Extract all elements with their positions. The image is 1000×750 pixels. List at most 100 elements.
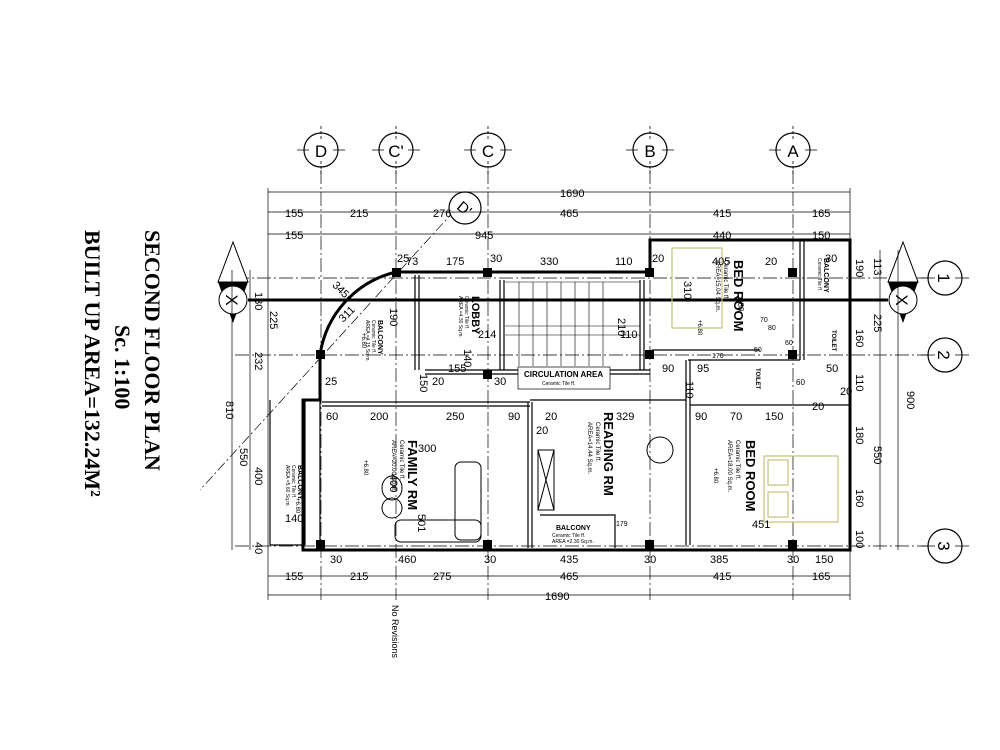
- room-balcony-right: BALCONY Ceramic Tile ff.: [816, 258, 829, 293]
- dim-bottom-5: 415: [713, 571, 731, 583]
- dim-misc-21: 20: [545, 411, 557, 423]
- dim-misc-22: 329: [616, 411, 634, 423]
- row-bubbles: 1 2 3: [921, 260, 969, 564]
- room-bed-2-finish: Ceramic Tile ff.: [734, 440, 740, 480]
- dim-right-3: 550: [871, 446, 883, 464]
- room-lobby-finish: Ceramic Tile ff.: [463, 296, 469, 329]
- dim-left-6: 140: [285, 513, 303, 525]
- dim-top2-2: 945: [475, 230, 493, 242]
- grid-bubble-d-prime: D': [448, 191, 482, 225]
- room-family-name: FAMILY RM: [405, 440, 420, 510]
- dim-left-1: 130: [252, 292, 264, 310]
- dim-bottom2-7: 30: [787, 554, 799, 566]
- balcony-left-top-area: AREA =4.15 Sq.m.: [364, 320, 370, 362]
- dim-misc-39: 170: [712, 353, 724, 360]
- dim-inner-top-6: 110: [615, 256, 633, 268]
- section-marker-left: X: [217, 240, 249, 323]
- balcony-bottom-finish: Ceramic Tile ff.: [552, 533, 585, 539]
- dim-bottom2-5: 30: [644, 554, 656, 566]
- room-labels: LOBBY Ceramic Tile ff. AREA =4.30 Sq.m. …: [284, 258, 836, 545]
- grid-bubble-1: 1: [921, 260, 969, 296]
- dim-right-6: 110: [853, 374, 865, 392]
- dim-misc-20: 20: [536, 425, 548, 437]
- balcony-left-name: BALCONY: [296, 465, 303, 500]
- dim-misc-15: 110: [683, 381, 695, 399]
- dim-misc-13: 90: [662, 363, 674, 375]
- interior-walls: [269, 240, 850, 548]
- room-bed-2-area: AREA=18.00 Sq.m.: [726, 440, 732, 493]
- diagonal-grid-line: [199, 209, 456, 491]
- dim-left-5: 400: [252, 467, 264, 485]
- room-bed-1-finish: Ceramic Tile ff.: [722, 260, 728, 300]
- balcony-bottom-name: BALCONY: [556, 525, 591, 532]
- room-reading-finish: Ceramic Tile ff.: [594, 422, 600, 462]
- grid-label-a: A: [787, 142, 799, 161]
- dim-left-4: 550: [237, 448, 249, 466]
- dim-top-6: 165: [812, 208, 830, 220]
- dim-top2-1: 155: [285, 230, 303, 242]
- bed-furniture: [671, 247, 839, 523]
- section-marker-right: X: [887, 240, 919, 323]
- room-balcony-bottom: BALCONY Ceramic Tile ff. AREA =2.30 Sq.m…: [552, 525, 594, 545]
- dim-bottom2-1: 30: [330, 554, 342, 566]
- dim-top-2: 215: [350, 208, 368, 220]
- dim-misc-29: 400: [387, 474, 399, 492]
- dim-bottom2-8: 150: [815, 554, 833, 566]
- toilet-2-name: TOILET: [754, 368, 760, 390]
- dim-left-3: 232: [252, 352, 264, 370]
- dim-bottom-4: 465: [560, 571, 578, 583]
- dim-misc-8: 25: [325, 376, 337, 388]
- dim-misc-23: 90: [695, 411, 707, 423]
- dim-right-8: 160: [853, 489, 865, 507]
- dim-misc-32: 451: [752, 519, 770, 531]
- room-reading-area: AREA=14.44 Sq.m.: [586, 422, 592, 475]
- room-lobby: LOBBY Ceramic Tile ff. AREA =4.30 Sq.m.: [457, 296, 481, 338]
- balcony-left-area: AREA =5.60 Sq.m.: [284, 465, 290, 507]
- level-marker-1: +6.80: [360, 333, 366, 349]
- dim-inner-top-5: 330: [540, 256, 558, 268]
- dim-top-3: 276: [433, 208, 451, 220]
- balcony-left-finish: Ceramic Tile ff.: [290, 465, 296, 498]
- grid-bubble-a: A: [769, 126, 817, 174]
- dim-misc-18: 250: [446, 411, 464, 423]
- grid-label-c: C: [482, 142, 494, 161]
- level-marker-2: +6.80: [362, 460, 368, 476]
- room-bed-1-area: AREA=15.04 Sq.m.: [714, 260, 720, 313]
- balcony-right-finish: Ceramic Tile ff.: [816, 258, 822, 291]
- dim-left-7: 40: [252, 542, 264, 554]
- balcony-left-top-finish: Ceramic Tile ff.: [370, 320, 376, 353]
- dim-inner-top-2: 73: [406, 256, 418, 268]
- room-lobby-area: AREA =4.30 Sq.m.: [457, 296, 463, 338]
- room-family-area: AREA=20.00 Sq.m.: [390, 440, 396, 493]
- grid-label-2: 2: [934, 350, 953, 359]
- dim-misc-37: 60: [785, 340, 793, 347]
- dim-right-4: 190: [853, 259, 865, 277]
- grid-label-3: 3: [934, 541, 953, 550]
- dim-top2-3: 440: [713, 230, 731, 242]
- dim-inner-top-7: 20: [652, 253, 664, 265]
- section-label-right: X: [892, 294, 911, 305]
- dim-top-5: 415: [713, 208, 731, 220]
- dim-misc-3: 214: [478, 329, 496, 341]
- dim-bottom2-2: 460: [398, 554, 416, 566]
- dim-right-outer: 900: [904, 391, 916, 409]
- grid-bubble-2: 2: [921, 337, 969, 373]
- dim-top-4: 465: [560, 208, 578, 220]
- dim-misc-35: 20: [812, 401, 824, 413]
- room-bed-1-name: BED ROOM: [731, 260, 746, 332]
- room-balcony-left-top: BALCONY Ceramic Tile ff. AREA =4.15 Sq.m…: [364, 320, 383, 362]
- structural-columns: [316, 268, 797, 549]
- dim-right-2: 225: [871, 314, 883, 332]
- dim-inner-top-3: 175: [446, 256, 464, 268]
- dim-misc-9: 20: [432, 376, 444, 388]
- dim-misc-12: 30: [494, 376, 506, 388]
- dim-misc-16: 60: [326, 411, 338, 423]
- toilet-1-name: TOILET: [830, 330, 836, 352]
- section-label-left: X: [222, 294, 241, 305]
- dim-bottom-6: 165: [812, 571, 830, 583]
- dimension-text-group: 1690 155 215 276 465 415 165 155 945 440…: [223, 188, 916, 603]
- dim-inner-top-4: 30: [490, 253, 502, 265]
- balcony-left-top-name: BALCONY: [376, 320, 383, 355]
- dim-right-1: 113: [871, 258, 883, 276]
